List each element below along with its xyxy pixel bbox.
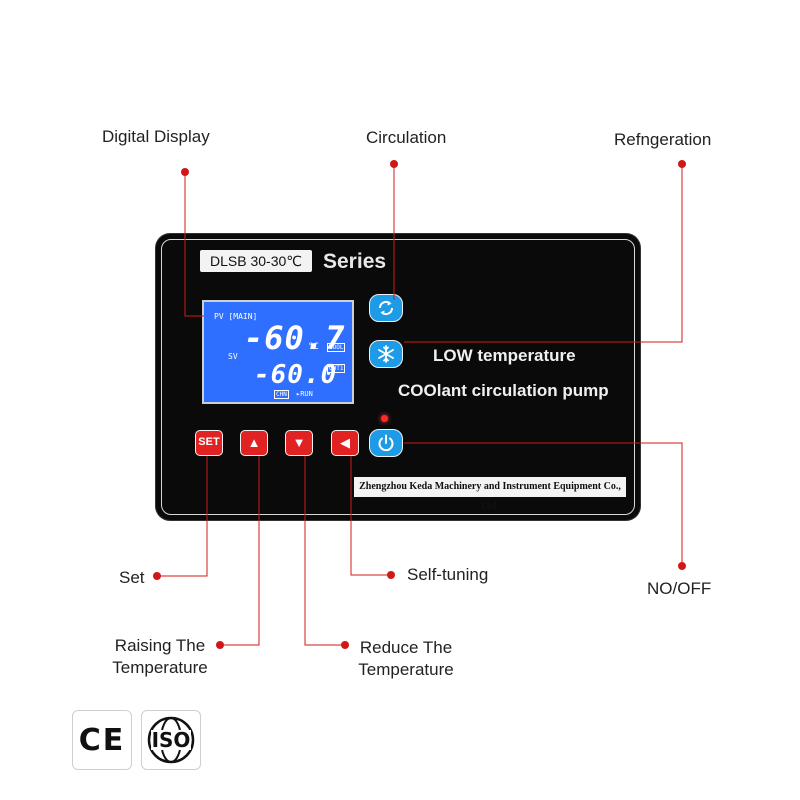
status-led	[381, 415, 388, 422]
chn-indicator: CHN	[274, 390, 289, 399]
cool-indicator: COOL	[327, 343, 346, 352]
series-text: Series	[323, 250, 387, 273]
snowflake-icon	[378, 345, 394, 363]
sv-value: -60.0	[254, 360, 338, 390]
power-button[interactable]	[369, 429, 403, 457]
leader-dot-set	[153, 572, 161, 580]
headline-line2: COOlant circulation pump	[398, 381, 609, 400]
refrigeration-button[interactable]	[369, 340, 403, 368]
headline-line1: LOW temperature	[433, 346, 576, 365]
unit-label: °C	[308, 342, 319, 352]
label-reduce-line2: Temperature	[358, 660, 454, 679]
label-refrigeration: Refngeration	[614, 130, 712, 149]
iso-badge: ISO	[141, 710, 201, 770]
ce-mark: CE	[78, 722, 126, 758]
label-self-tuning: Self-tuning	[407, 565, 489, 584]
ce-badge: CE	[72, 710, 132, 770]
leader-dot-power	[678, 562, 686, 570]
label-set: Set	[119, 568, 145, 587]
pv-label: PV [MAIN]	[214, 312, 258, 321]
label-reduce-temperature: Reduce The Temperature	[346, 637, 466, 681]
leader-dot-refrigeration	[678, 160, 686, 168]
reduce-temperature-button[interactable]: ▼	[285, 430, 313, 456]
circulation-button[interactable]	[369, 294, 403, 322]
set-button[interactable]: SET	[195, 430, 223, 456]
panel-border	[161, 239, 635, 515]
power-icon	[378, 434, 394, 452]
label-digital-display: Digital Display	[102, 127, 210, 146]
label-no-off: NO/OFF	[647, 579, 712, 598]
leader-dot-circulation	[390, 160, 398, 168]
manufacturer-band: Zhengzhou Keda Machinery and Instrument …	[354, 477, 626, 512]
label-raising-line1: Raising The	[114, 636, 206, 655]
circulation-icon	[378, 300, 394, 316]
out-indicator: OUT1	[327, 364, 346, 373]
leader-dot-self-tuning	[387, 571, 395, 579]
label-raising-temperature: Raising The Temperature	[100, 635, 220, 679]
label-raising-line2: Temperature	[112, 658, 208, 677]
run-indicator: ▸RUN	[296, 390, 313, 398]
raise-temperature-button[interactable]: ▲	[240, 430, 268, 456]
iso-mark: ISO	[150, 728, 192, 752]
sv-label: SV	[228, 352, 238, 361]
label-circulation: Circulation	[366, 128, 447, 147]
model-plate: DLSB 30-30℃	[200, 250, 312, 272]
self-tuning-button[interactable]: ◀	[331, 430, 359, 456]
leader-dot-digital-display	[181, 168, 189, 176]
digital-display: PV [MAIN] -60.7 °C COOL SV -60.0 OUT1 CH…	[202, 300, 354, 404]
label-reduce-line1: Reduce The	[359, 638, 453, 657]
